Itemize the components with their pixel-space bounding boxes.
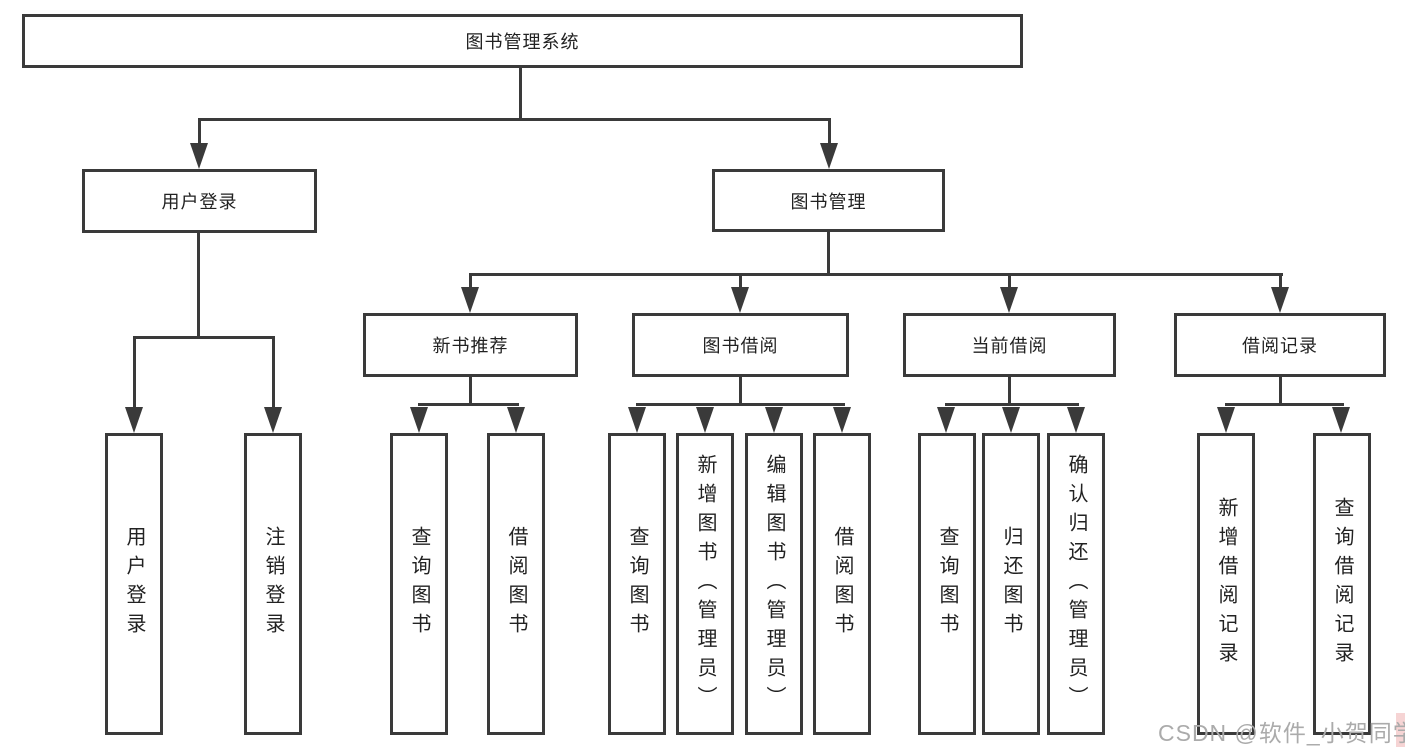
connector-currentborrow-stem bbox=[1008, 377, 1011, 406]
leaf-edit-books-admin: 编辑图书（管理员） bbox=[745, 433, 803, 735]
node-root-library-system: 图书管理系统 bbox=[22, 14, 1023, 68]
connector-borrowrecords-stem bbox=[1279, 377, 1282, 406]
connector-drop-current-borrow bbox=[1008, 273, 1011, 291]
node-label: 借阅记录 bbox=[1242, 336, 1318, 356]
leaf-label: 新增借阅记录 bbox=[1215, 497, 1237, 671]
leaf-add-borrow-record: 新增借阅记录 bbox=[1197, 433, 1255, 735]
arrow-down-icon bbox=[190, 143, 208, 169]
arrow-down-icon bbox=[125, 407, 143, 433]
connector-drop-book-borrow bbox=[739, 273, 742, 291]
leaf-borrow-books-2: 借阅图书 bbox=[813, 433, 871, 735]
leaf-label: 编辑图书（管理员） bbox=[763, 453, 785, 715]
arrow-down-icon bbox=[820, 143, 838, 169]
node-label: 图书借阅 bbox=[702, 336, 779, 356]
connector-bookborrow-stem bbox=[739, 377, 742, 406]
node-user-login: 用户登录 bbox=[82, 169, 317, 233]
arrow-down-icon bbox=[1217, 407, 1235, 433]
node-label: 图书管理 bbox=[790, 191, 867, 212]
arrow-down-icon bbox=[461, 287, 479, 313]
leaf-user-login: 用户登录 bbox=[105, 433, 163, 735]
leaf-label: 用户登录 bbox=[123, 526, 145, 642]
connector-userlogin-rail bbox=[133, 336, 275, 339]
leaf-logout: 注销登录 bbox=[244, 433, 302, 735]
leaf-query-books-2: 查询图书 bbox=[608, 433, 666, 735]
leaf-borrow-books-1: 借阅图书 bbox=[487, 433, 545, 735]
arrow-down-icon bbox=[1067, 407, 1085, 433]
arrow-down-icon bbox=[507, 407, 525, 433]
leaf-label: 借阅图书 bbox=[831, 526, 853, 642]
node-label: 用户登录 bbox=[161, 192, 238, 212]
arrow-down-icon bbox=[731, 287, 749, 313]
arrow-down-icon bbox=[1332, 407, 1350, 433]
connector-userlogin-stem bbox=[197, 233, 200, 339]
leaf-label: 查询图书 bbox=[626, 526, 648, 642]
arrow-down-icon bbox=[937, 407, 955, 433]
leaf-add-books-admin: 新增图书（管理员） bbox=[676, 433, 734, 735]
node-current-borrow: 当前借阅 bbox=[903, 313, 1116, 377]
connector-newbook-stem bbox=[469, 377, 472, 406]
connector-drop-book-management bbox=[828, 118, 831, 148]
connector-drop-logout bbox=[272, 336, 275, 411]
leaf-label: 查询图书 bbox=[936, 526, 958, 642]
connector-currentborrow-rail bbox=[945, 403, 1079, 406]
connector-drop-new-book bbox=[469, 273, 472, 291]
connector-drop-user-login bbox=[198, 118, 201, 148]
node-book-borrow: 图书借阅 bbox=[632, 313, 849, 377]
connector-drop-login bbox=[133, 336, 136, 411]
node-label: 图书管理系统 bbox=[465, 32, 580, 52]
leaf-label: 注销登录 bbox=[262, 526, 284, 642]
node-new-book-recommend: 新书推荐 bbox=[363, 313, 578, 377]
node-label: 当前借阅 bbox=[971, 336, 1048, 356]
connector-root-stem bbox=[519, 68, 522, 121]
watermark-accent bbox=[1396, 713, 1405, 747]
leaf-label: 查询借阅记录 bbox=[1331, 497, 1353, 671]
leaf-label: 借阅图书 bbox=[505, 526, 527, 642]
node-borrow-records: 借阅记录 bbox=[1174, 313, 1386, 377]
leaf-return-books: 归还图书 bbox=[982, 433, 1040, 735]
leaf-label: 确认归还（管理员） bbox=[1065, 453, 1087, 715]
arrow-down-icon bbox=[1000, 287, 1018, 313]
arrow-down-icon bbox=[628, 407, 646, 433]
node-book-management: 图书管理 bbox=[712, 169, 945, 232]
leaf-label: 查询图书 bbox=[408, 526, 430, 642]
connector-newbook-rail bbox=[418, 403, 519, 406]
node-label: 新书推荐 bbox=[432, 336, 509, 356]
arrow-down-icon bbox=[264, 407, 282, 433]
leaf-query-books-3: 查询图书 bbox=[918, 433, 976, 735]
leaf-query-borrow-record: 查询借阅记录 bbox=[1313, 433, 1371, 735]
connector-root-rail bbox=[198, 118, 831, 121]
leaf-confirm-return-admin: 确认归还（管理员） bbox=[1047, 433, 1105, 735]
connector-bookmgmt-stem bbox=[827, 232, 830, 276]
arrow-down-icon bbox=[696, 407, 714, 433]
leaf-query-books-1: 查询图书 bbox=[390, 433, 448, 735]
arrow-down-icon bbox=[1002, 407, 1020, 433]
connector-drop-borrow-records bbox=[1279, 273, 1282, 291]
arrow-down-icon bbox=[410, 407, 428, 433]
connector-bookborrow-rail bbox=[636, 403, 845, 406]
arrow-down-icon bbox=[1271, 287, 1289, 313]
csdn-watermark: CSDN @软件_小贺同学 bbox=[1158, 720, 1405, 746]
connector-borrowrecords-rail bbox=[1225, 403, 1344, 406]
leaf-label: 新增图书（管理员） bbox=[694, 453, 716, 715]
leaf-label: 归还图书 bbox=[1000, 526, 1022, 642]
arrow-down-icon bbox=[833, 407, 851, 433]
arrow-down-icon bbox=[765, 407, 783, 433]
connector-bookmgmt-rail bbox=[469, 273, 1283, 276]
